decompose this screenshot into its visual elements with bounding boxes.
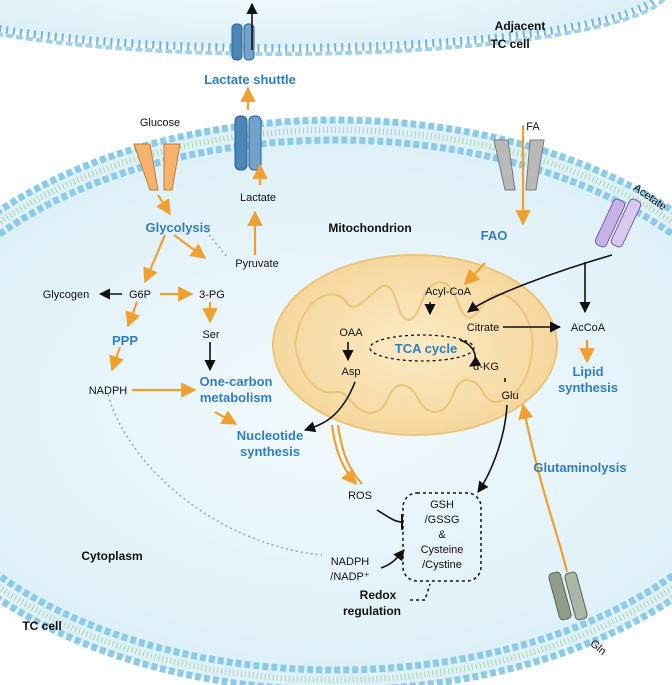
pyruvate-label: Pyruvate <box>235 258 278 270</box>
gln-transporter <box>548 571 588 621</box>
adjacent-cell-label-line2: TC cell <box>490 37 529 51</box>
orange-arrows <box>109 86 595 573</box>
glycogen-label: Glycogen <box>43 289 89 301</box>
lactate-label: Lactate <box>240 192 276 204</box>
tc-cell-label: TC cell <box>22 619 61 633</box>
lipid-synthesis-label-line2: synthesis <box>558 380 618 395</box>
fa-transporter <box>493 139 545 191</box>
glucose-transporter <box>133 143 181 191</box>
dotted-connectors <box>107 230 323 556</box>
redox-regulation-label-line2: regulation <box>343 604 401 618</box>
redox-regulation-label-line1: Redox <box>360 588 397 602</box>
lactate-transporter <box>234 115 262 171</box>
g6p-label: G6P <box>129 289 151 301</box>
nadph-ratio-label-line1: NADPH <box>331 556 370 568</box>
ppp-label: PPP <box>112 333 138 348</box>
nadph-ratio-label-line2: /NADP⁺ <box>330 571 370 583</box>
acyl-coa-label: Acyl-CoA <box>425 286 472 298</box>
one-carbon-label-line2: metabolism <box>200 390 272 405</box>
adjacent-cell <box>0 0 666 56</box>
one-carbon-label-line1: One-carbon <box>200 374 273 389</box>
adjacent-cell-label-line1: Adjacent <box>495 19 546 33</box>
ros-label: ROS <box>348 490 372 502</box>
redox-connector <box>410 583 431 601</box>
nadph-label: NADPH <box>89 385 128 397</box>
glu-label: Glu <box>501 390 518 402</box>
gsh-label-line1: GSH <box>430 499 454 511</box>
asp-label: Asp <box>342 366 361 378</box>
gsh-label-line5: /Cystine <box>422 559 462 571</box>
fao-label: FAO <box>481 228 508 243</box>
mitochondrion <box>272 254 558 436</box>
oaa-label: OAA <box>339 327 363 339</box>
glucose-label: Glucose <box>140 117 180 129</box>
black-arrows <box>98 2 613 569</box>
glutaminolysis-label: Glutaminolysis <box>533 460 626 475</box>
glycolysis-label: Glycolysis <box>145 220 210 235</box>
3pg-label: 3-PG <box>199 289 225 301</box>
lactate-shuttle-label: Lactate shuttle <box>204 72 296 87</box>
gsh-label-line4: Cysteine <box>421 544 464 556</box>
nucleotide-synthesis-label-line2: synthesis <box>240 444 300 459</box>
tca-cycle-label: TCA cycle <box>395 341 457 356</box>
gsh-box <box>402 492 482 582</box>
gsh-label-line2: /GSSG <box>425 514 460 526</box>
acetyl-coa-cyto-label: AcCoA <box>571 322 606 334</box>
cytoplasm-label: Cytoplasm <box>81 549 142 563</box>
acetate-transporter <box>594 198 642 248</box>
lipid-synthesis-label-line1: Lipid <box>572 364 603 379</box>
alpha-kg-label: α-KG <box>473 361 499 373</box>
citrate-label: Citrate <box>467 322 499 334</box>
ser-label: Ser <box>202 329 219 341</box>
nucleotide-synthesis-label-line1: Nucleotide <box>237 428 303 443</box>
gsh-label-line3: & <box>438 529 446 541</box>
mitochondrion-label: Mitochondrion <box>328 221 411 235</box>
fa-label: FA <box>526 121 540 133</box>
tca-cycle-loop <box>369 334 475 362</box>
